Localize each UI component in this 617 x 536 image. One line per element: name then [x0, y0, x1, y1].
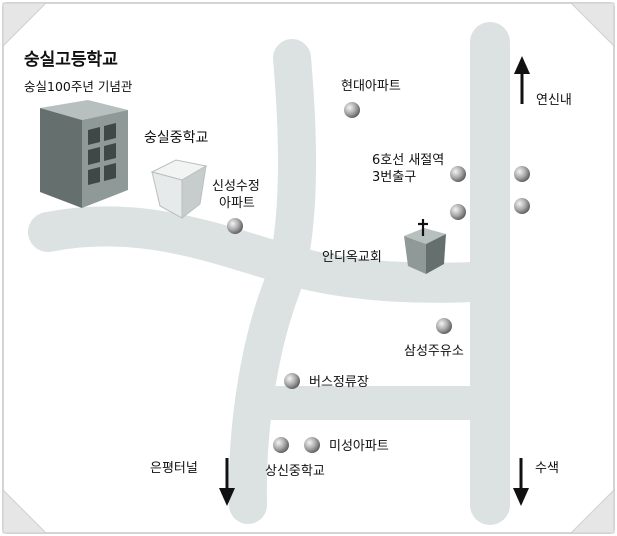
sinseong-label-line1: 신성수정: [212, 179, 260, 194]
corner-bottom-left: [2, 488, 48, 534]
arrow-up-icon: [514, 56, 530, 104]
sinseong-label-line2: 아파트: [219, 196, 255, 211]
map-markers: [227, 102, 530, 453]
sangsin-school-label: 상신중학교: [265, 464, 325, 479]
bus-stop-label: 버스정류장: [309, 375, 369, 390]
marker-saejeol-exit: [450, 166, 466, 182]
marker-hyundai-apt: [344, 102, 360, 118]
marker-east-road-2: [514, 166, 530, 182]
arrow-down-icon: [219, 458, 235, 506]
marker-east-road-3: [514, 198, 530, 214]
marker-samsung-gas: [436, 318, 452, 334]
marker-bus-stop: [284, 373, 300, 389]
middle-school-building: [150, 159, 208, 220]
marker-miseong-apt: [304, 437, 320, 453]
corner-top-right: [569, 2, 615, 48]
eunpyeong-tunnel-label: 은평터널: [150, 461, 198, 476]
church-building: [404, 219, 446, 274]
road-curved-horizontal: [28, 206, 510, 303]
hyundai-apt-label: 현대아파트: [341, 79, 401, 94]
main-school-building: [40, 100, 128, 208]
middle-school-label: 숭실중학교: [144, 130, 209, 146]
direction-arrows: [219, 56, 530, 506]
exit-label-line2: 3번출구: [372, 170, 416, 185]
arrow-down-icon: [513, 458, 529, 506]
marker-east-road-1: [450, 204, 466, 220]
yeonsinnae-label: 연신내: [536, 93, 572, 108]
school-title: 숭실고등학교: [24, 50, 118, 70]
corner-top-left: [2, 2, 48, 48]
roads: [28, 22, 510, 525]
marker-sinseong-apt: [227, 218, 243, 234]
church-label: 안디옥교회: [322, 250, 382, 265]
school-subtitle: 숭실100주년 기념관: [24, 79, 133, 94]
cross-icon: [418, 219, 428, 236]
exit-label-line1: 6호선 새절역: [372, 153, 444, 168]
marker-sangsin-school: [273, 437, 289, 453]
susaek-label: 수색: [535, 461, 559, 476]
samsung-gas-label: 삼성주유소: [404, 344, 464, 359]
miseong-apt-label: 미성아파트: [329, 439, 389, 454]
corner-bottom-right: [569, 488, 615, 534]
road-west-vertical: [228, 39, 316, 524]
